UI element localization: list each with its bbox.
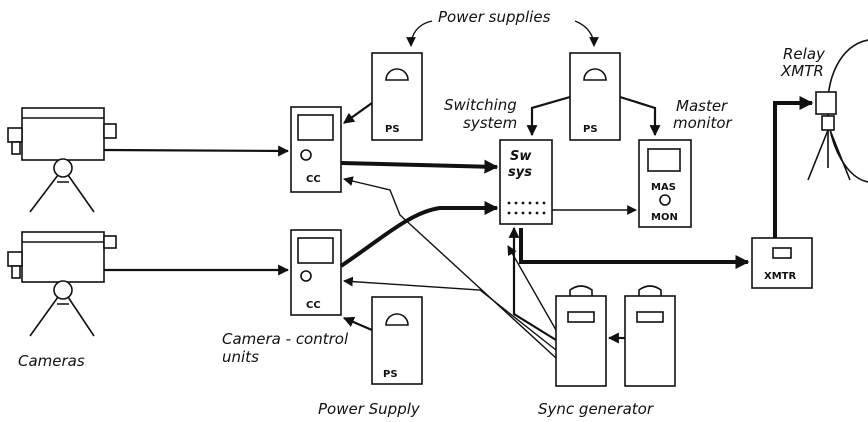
mas-label: MAS xyxy=(651,182,676,193)
tv-camera-icon xyxy=(7,231,117,283)
switching-system-label-2: system xyxy=(463,114,517,132)
power-supply-1: PS xyxy=(371,52,423,141)
master-monitor-label-2: monitor xyxy=(673,114,733,132)
meter-icon xyxy=(385,313,409,326)
tripod-icon xyxy=(29,158,95,213)
ps1-to-ccu1-wire xyxy=(343,102,373,124)
ps3-to-ccu2-wire xyxy=(342,316,373,332)
ps-label: PS xyxy=(383,369,398,380)
label-curve-left xyxy=(406,20,433,47)
sync-to-ccu2-wire xyxy=(343,276,557,351)
relay-xmtr-label-1: Relay xyxy=(783,45,826,63)
ps2-to-monitor-wire xyxy=(619,95,661,137)
meter-icon xyxy=(583,68,607,81)
camera-control-unit-1: CC xyxy=(290,106,342,193)
camera-control-unit-2: CC xyxy=(290,229,342,316)
ps2-to-switch-wire xyxy=(526,95,571,137)
camera1-to-ccu-wire xyxy=(103,145,290,157)
camera-1 xyxy=(7,107,117,213)
sync-generator-unit xyxy=(555,285,676,387)
sync-to-ccu1-wire xyxy=(343,176,557,359)
switch-dots xyxy=(507,201,546,215)
relay-antenna-icon xyxy=(807,39,868,183)
switching-system-label-1: Switching xyxy=(444,96,517,114)
meter-icon xyxy=(385,68,409,81)
xmtr-label: XMTR xyxy=(764,271,796,282)
power-supply-label: Power Supply xyxy=(318,400,421,418)
master-monitor-unit: MAS MON xyxy=(638,139,692,228)
camera-control-label-1: Camera - control xyxy=(222,330,349,348)
ccu1-to-switch-wire xyxy=(340,159,499,174)
label-curve-right xyxy=(574,20,599,47)
camera-2 xyxy=(7,231,117,337)
switch-to-xmtr-wire xyxy=(519,228,750,269)
ps-label: PS xyxy=(385,124,400,135)
camera-control-label-2: units xyxy=(222,348,259,366)
cameras-label: Cameras xyxy=(18,352,85,370)
tripod-icon xyxy=(29,280,95,337)
power-supply-3: PS xyxy=(371,296,423,385)
cc-label: CC xyxy=(306,300,321,311)
sys-label: sys xyxy=(508,165,532,180)
xmtr-unit: XMTR xyxy=(751,237,813,289)
power-supply-2: PS xyxy=(569,52,621,141)
sw-label: Sw xyxy=(510,149,532,164)
ccu2-to-switch-wire xyxy=(339,201,499,268)
ps-label: PS xyxy=(583,124,598,135)
relay-xmtr-label-2: XMTR xyxy=(780,62,824,80)
tv-camera-icon xyxy=(7,107,117,161)
sync-to-switch-wire-b xyxy=(507,245,557,331)
power-supplies-label: Power supplies xyxy=(438,8,551,26)
switching-system-unit: Sw sys xyxy=(499,139,553,225)
sync-generator-label: Sync generator xyxy=(538,400,654,418)
mon-label: MON xyxy=(651,212,678,223)
xmtr-to-relay-wire xyxy=(773,96,814,238)
master-monitor-label-1: Master xyxy=(676,97,728,115)
cc-label: CC xyxy=(306,174,321,185)
